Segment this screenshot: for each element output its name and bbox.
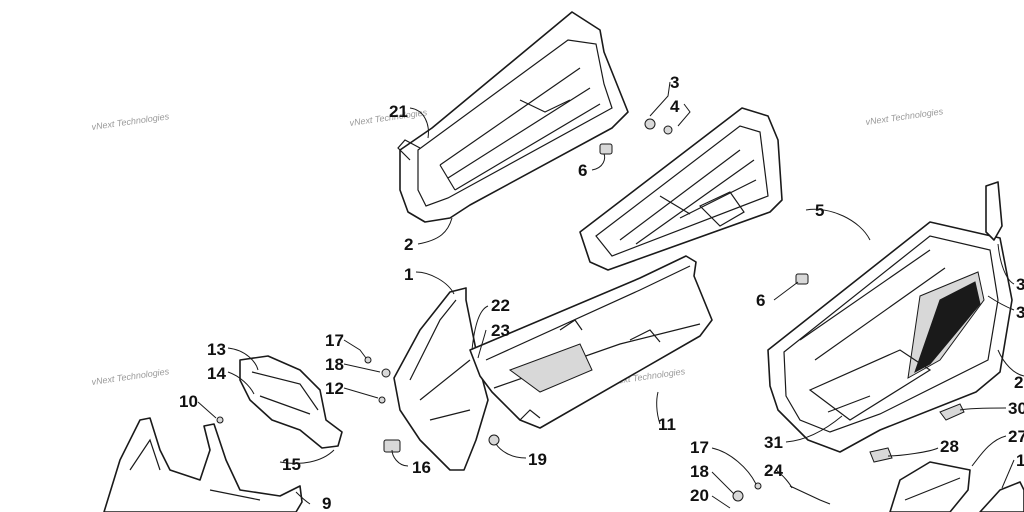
part-right-bracket [889,461,1024,512]
callout-label: 28 [940,437,959,456]
clip-6-right [795,273,809,285]
callout-label: 16 [412,458,431,477]
callout-label: 3 [670,73,679,92]
clip-6-upper [599,143,613,155]
part-floor-mat [579,107,783,271]
callout-label: 1 [404,265,413,284]
strap-28 [869,447,893,463]
callout-label: 22 [491,296,510,315]
nut-19 [488,434,500,446]
watermark: vNext Technologies [91,111,170,132]
callout-label: 4 [670,97,680,116]
part-right-footwell [767,221,1013,453]
part-lower-fender [103,417,303,512]
callout-label: 9 [322,494,331,512]
callout-labels: 21 3 4 6 2 5 1 22 23 17 18 12 13 14 10 1… [179,73,1024,512]
part-belly-pan [469,255,713,429]
screw-17 [364,356,372,364]
strap-30 [939,403,965,421]
callout-label: 27 [1008,427,1024,446]
callout-label: 21 [389,102,408,121]
screw-12 [378,396,386,404]
callout-label: 20 [690,486,709,505]
part-strap [985,181,1003,241]
callout-label: 6 [578,161,587,180]
callout-label: 5 [815,201,824,220]
part-bracket [239,355,343,449]
watermark: vNext Technologies [91,366,170,387]
callout-label: 3 [1016,275,1024,294]
callout-label: 13 [207,340,226,359]
washer-3 [644,118,656,130]
callout-label: 23 [491,321,510,340]
callout-label: 3 [1016,303,1024,322]
screw-17-lower [754,482,762,490]
callout-label: 1 [1016,451,1024,470]
nut-4 [663,125,673,135]
callout-label: 17 [325,331,344,350]
callout-label: 6 [756,291,765,310]
callout-label: 12 [325,379,344,398]
callout-label: 17 [690,438,709,457]
callout-label: 14 [207,364,226,383]
washer-18-lower [732,490,744,502]
hardware-group [216,118,965,505]
callout-label: 10 [179,392,198,411]
callout-label: 19 [528,450,547,469]
watermark: vNext Technologies [865,106,944,127]
callout-label: 18 [325,355,344,374]
washer-18 [381,368,391,378]
callout-label: 30 [1008,399,1024,418]
screw-10 [216,416,224,424]
callout-label: 11 [658,415,676,434]
callout-label: 18 [690,462,709,481]
callout-label: 31 [764,433,783,452]
leader-lines [197,81,1024,509]
cable-24 [789,485,831,505]
callout-label: 24 [764,461,783,480]
callout-label: 2 [1014,373,1023,392]
part-upper-footwell [397,11,629,223]
callout-label: 2 [404,235,413,254]
callout-label: 15 [282,455,301,474]
part-side-panel [393,287,489,471]
